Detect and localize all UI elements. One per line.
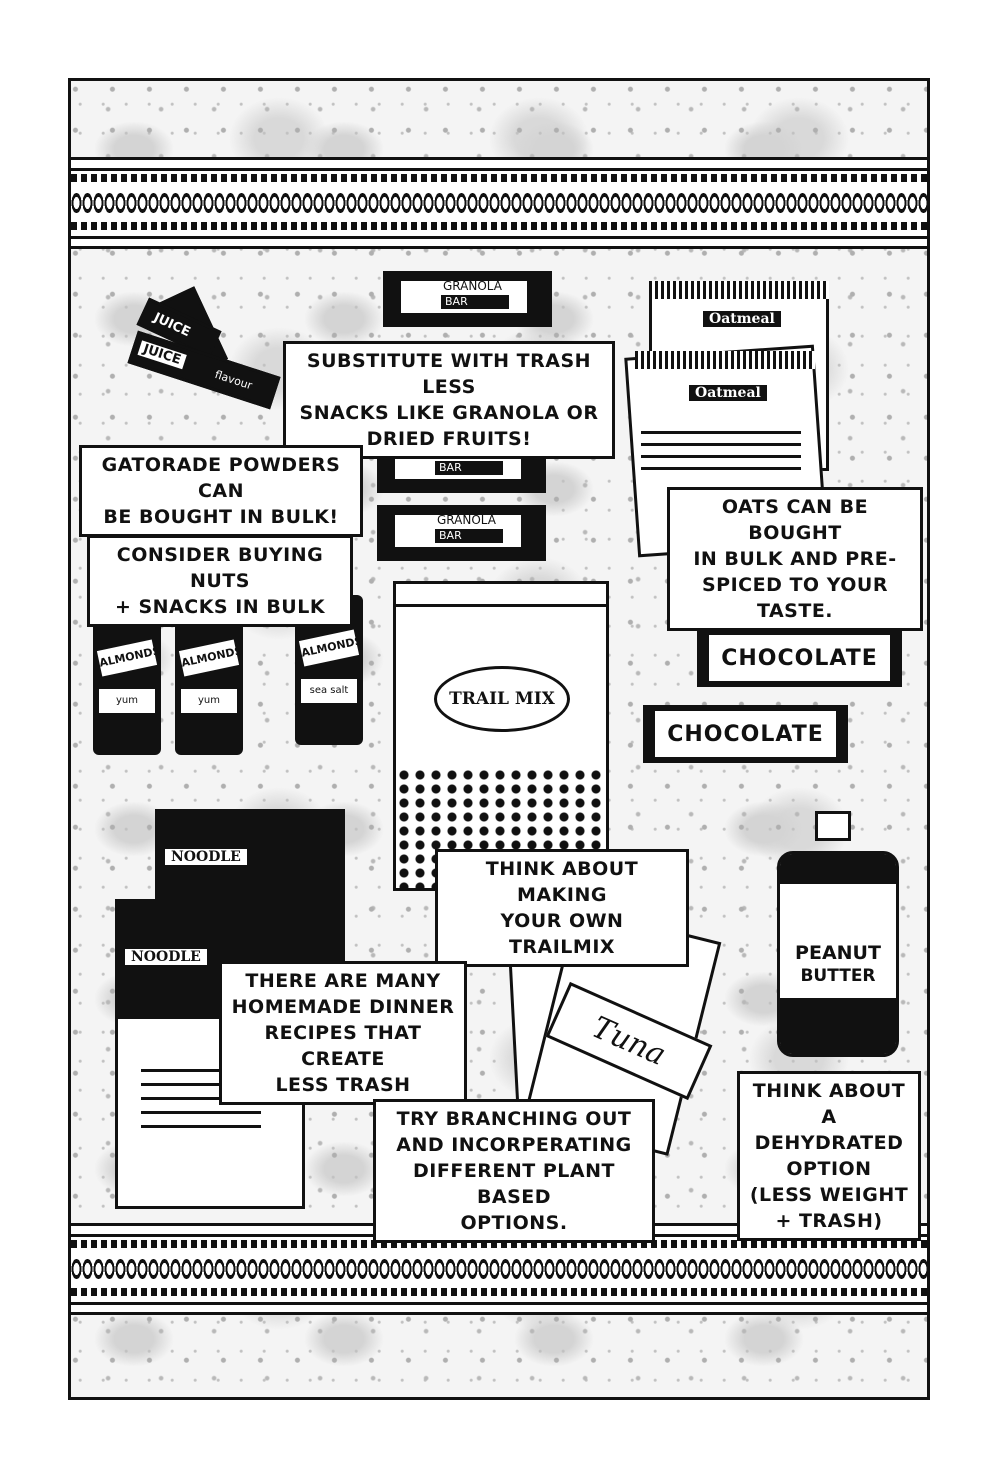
bar-label: BAR <box>435 461 503 475</box>
peanut-butter-illustration: PEANUT BUTTER <box>777 811 901 1057</box>
almonds-label: ALMONDS <box>178 639 244 677</box>
peanut-label: PEANUT <box>795 942 881 964</box>
granola-label: GRANOLA <box>437 513 496 527</box>
comic-panel: JUICE JUICE flavour GRANOLA BAR GRANOLA … <box>68 78 930 1400</box>
granola-label: GRANOLA <box>443 279 502 293</box>
juice-label: JUICE <box>137 340 187 370</box>
caption-plant: TRY BRANCHING OUT AND INCORPERATING DIFF… <box>373 1099 655 1243</box>
chocolate-bar-illustration: CHOCOLATE <box>697 629 902 687</box>
juice-label: JUICE <box>151 310 193 341</box>
trail-mix-bag-illustration: TRAIL MIX <box>393 581 609 891</box>
bar-label: BAR <box>435 529 503 543</box>
caption-dinner: THERE ARE MANY HOMEMADE DINNER RECIPES T… <box>219 961 467 1105</box>
juice-packets-illustration: JUICE JUICE flavour <box>99 286 281 431</box>
yum-label: yum <box>181 689 237 713</box>
caption-dehydrated: THINK ABOUT A DEHYDRATED OPTION (LESS WE… <box>737 1071 921 1241</box>
almonds-label: ALMONDS <box>96 639 162 677</box>
almonds-label: ALMONDS <box>298 629 364 667</box>
almond-pack-illustration: ALMONDS yum <box>175 605 244 755</box>
caption-trailmix: THINK ABOUT MAKING YOUR OWN TRAILMIX <box>435 849 689 967</box>
sea-salt-label: sea salt <box>301 679 357 703</box>
almond-pack-illustration: ALMONDS yum <box>93 605 162 755</box>
flavour-label: flavour <box>213 368 254 393</box>
granola-bar-illustration: GRANOLA BAR <box>383 271 552 327</box>
top-border-band <box>71 157 927 249</box>
caption-substitute: SUBSTITUTE WITH TRASH LESS SNACKS LIKE G… <box>283 341 615 459</box>
yum-label: yum <box>99 689 155 713</box>
oatmeal-packets-illustration: Oatmeal Oatmeal <box>624 281 831 558</box>
noodle-label: NOODLE <box>125 949 207 965</box>
oatmeal-label: Oatmeal <box>703 311 781 327</box>
trail-mix-label: TRAIL MIX <box>449 689 555 709</box>
butter-label: BUTTER <box>800 966 876 986</box>
chocolate-label: CHOCOLATE <box>709 635 890 681</box>
caption-nuts: CONSIDER BUYING NUTS + SNACKS IN BULK <box>87 535 353 627</box>
caption-oats: OATS CAN BE BOUGHT IN BULK AND PRE- SPIC… <box>667 487 923 631</box>
noodle-label: NOODLE <box>165 849 247 865</box>
chocolate-label: CHOCOLATE <box>655 711 836 757</box>
caption-gatorade: GATORADE POWDERS CAN BE BOUGHT IN BULK! <box>79 445 363 537</box>
bar-label: BAR <box>441 295 509 309</box>
granola-bar-illustration: GRANOLA BAR <box>377 505 546 561</box>
chocolate-bar-illustration: CHOCOLATE <box>643 705 848 763</box>
oatmeal-label: Oatmeal <box>689 385 767 401</box>
noodle-packets-illustration: NOODLE NOODLE <box>115 809 355 1209</box>
